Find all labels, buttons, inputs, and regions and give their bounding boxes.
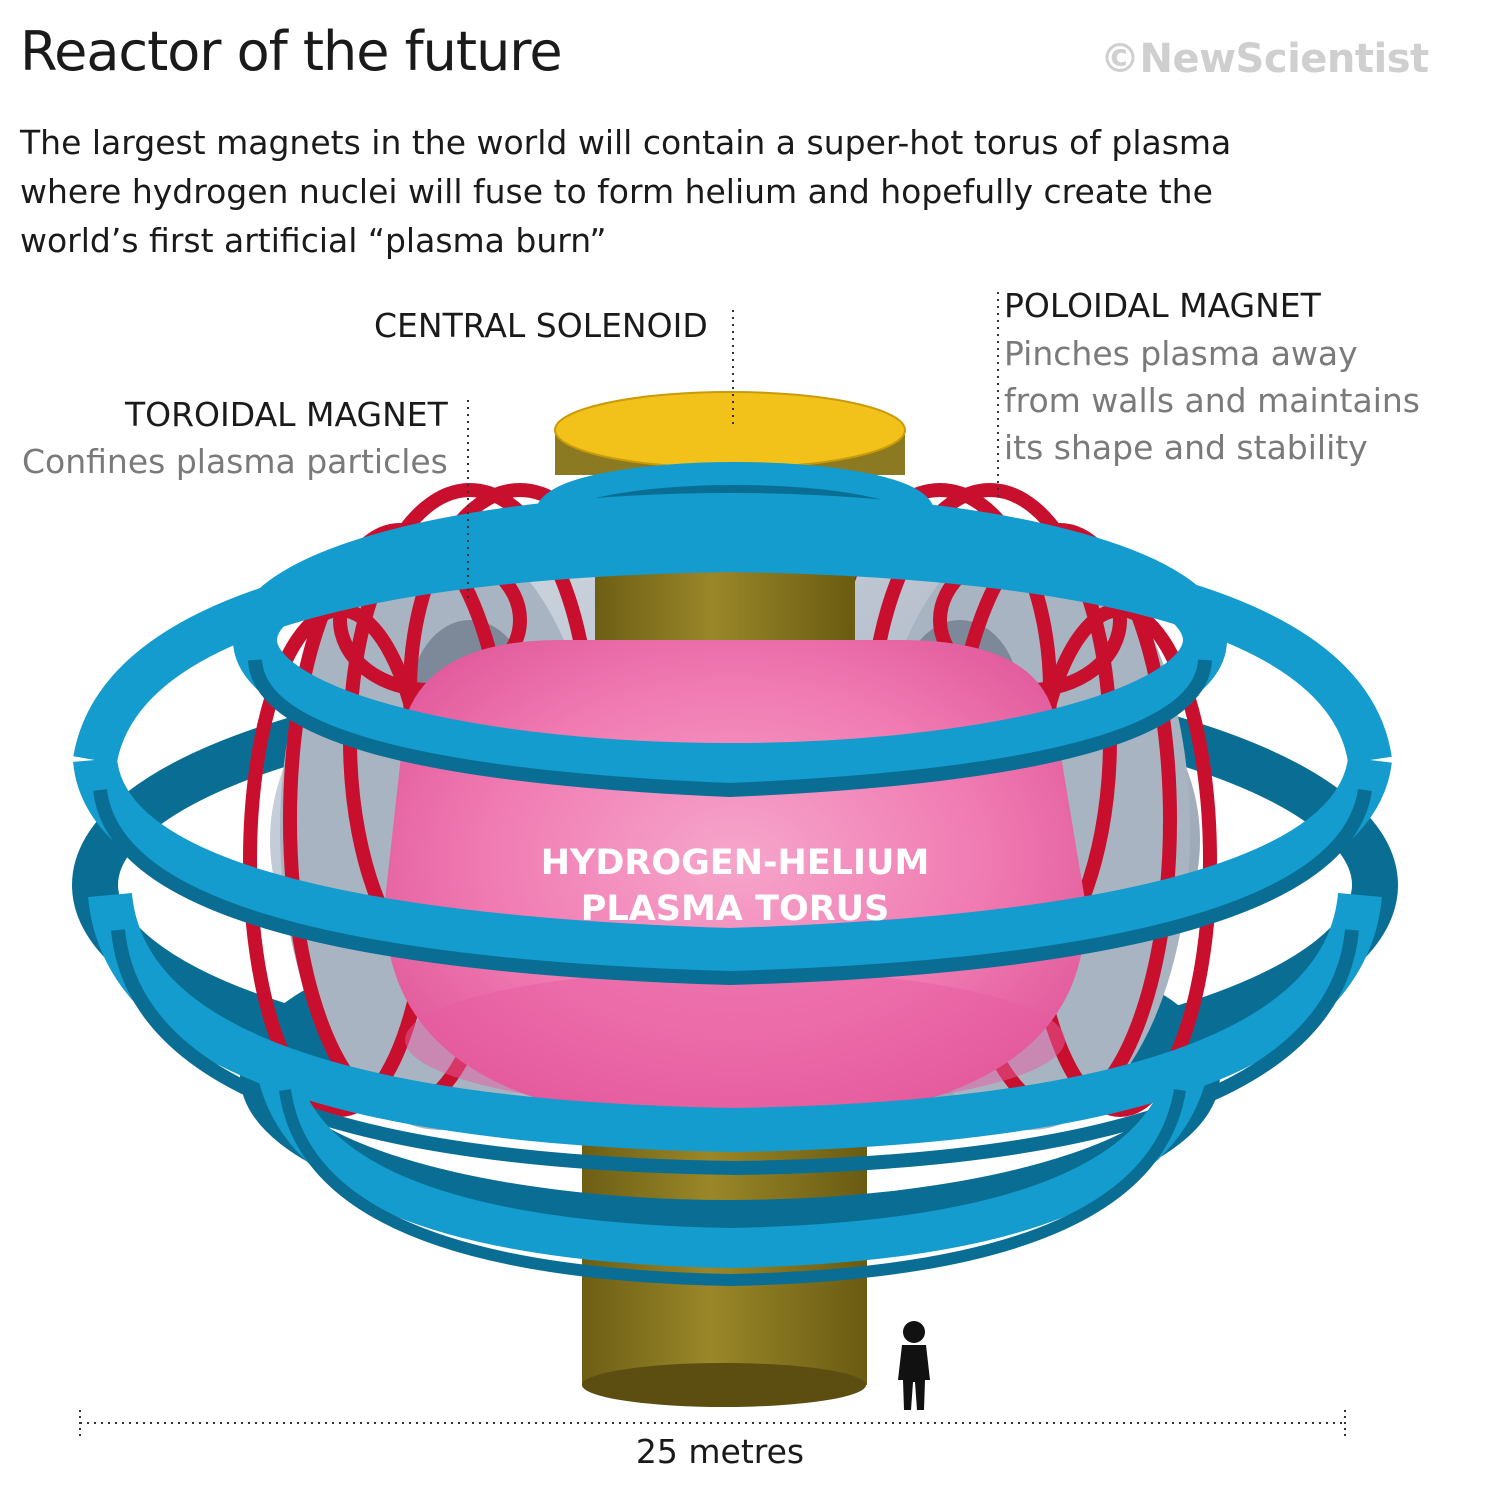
poloidal-description-line: its shape and stability [1004, 428, 1368, 467]
subtitle-line: where hydrogen nuclei will fuse to form … [20, 172, 1213, 211]
plasma-label-line: PLASMA TORUS [580, 889, 890, 929]
person-silhouette-icon [898, 1321, 930, 1410]
subtitle-line: world’s first artificial “plasma burn” [20, 221, 607, 260]
toroidal-magnet-label: TOROIDAL MAGNET [125, 395, 448, 434]
newscientist-logo: ©NewScientist [1100, 36, 1429, 82]
poloidal-description-line: Pinches plasma away [1004, 334, 1358, 373]
subtitle: The largest magnets in the world will co… [20, 118, 1320, 265]
scale-label: 25 metres [635, 1432, 805, 1471]
subtitle-line: The largest magnets in the world will co… [20, 123, 1232, 162]
plasma-torus-label: HYDROGEN-HELIUM PLASMA TORUS [490, 840, 980, 932]
poloidal-ring-large [73, 527, 1392, 986]
leader-lines [467, 292, 999, 600]
poloidal-ring-lower [255, 1056, 1210, 1287]
poloidal-description-line: from walls and maintains [1004, 381, 1420, 420]
page-title: Reactor of the future [20, 20, 563, 83]
poloidal-ring-middle [88, 892, 1382, 1176]
scale-bar [79, 1410, 1346, 1436]
central-solenoid-label: CENTRAL SOLENOID [374, 306, 708, 345]
plasma-label-line: HYDROGEN-HELIUM [540, 843, 930, 883]
poloidal-ring-upper [233, 493, 1227, 798]
toroidal-magnet-description: Confines plasma particles [22, 442, 448, 481]
poloidal-magnet-label: POLOIDAL MAGNET [1004, 286, 1321, 325]
poloidal-magnet-description: Pinches plasma away from walls and maint… [1004, 330, 1420, 471]
